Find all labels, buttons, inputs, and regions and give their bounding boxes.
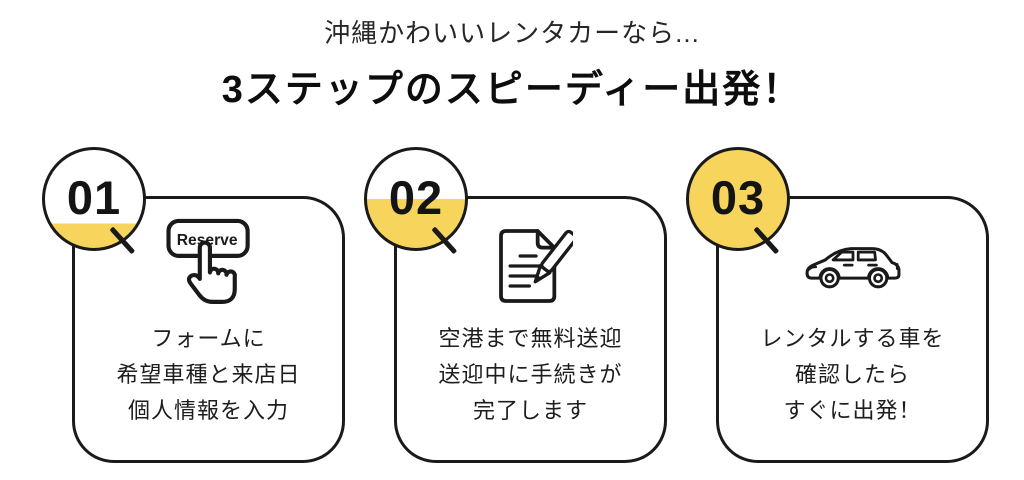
step-3-number: 03 <box>710 170 766 224</box>
step-2-line-1: 空港まで無料送迎 <box>438 326 623 351</box>
step-3-line-3: すぐに出発！ <box>783 398 922 423</box>
step-2-line-3: 完了します <box>472 398 588 423</box>
step-3-number-badge: 03 <box>686 147 790 251</box>
step-1-description: フォームに 希望車種と来店日 個人情報を入力 <box>116 321 300 429</box>
step-2-number: 02 <box>388 170 444 224</box>
step-2-line-2: 送迎中に手続きが <box>438 362 623 387</box>
step-1-icon-box: Reserve <box>75 215 342 317</box>
step-3-description: レンタルする車を 確認したら すぐに出発！ <box>760 321 944 429</box>
step-1-line-3: 個人情報を入力 <box>127 398 289 423</box>
reserve-button-label: Reserve <box>176 232 237 249</box>
step-3: レンタルする車を 確認したら すぐに出発！ 03 <box>686 147 990 465</box>
step-2-description: 空港まで無料送迎 送迎中に手続きが 完了します <box>438 321 622 429</box>
car-icon <box>805 247 900 289</box>
step-1: Reserve フォームに 希望車種と来店日 個人情報を入力 01 <box>42 147 346 465</box>
document-pencil-icon <box>498 229 573 303</box>
step-1-card: Reserve フォームに 希望車種と来店日 個人情報を入力 <box>72 196 345 463</box>
step-1-number-badge: 01 <box>42 147 146 251</box>
step-1-line-1: フォームに <box>151 326 266 351</box>
step-1-line-2: 希望車種と来店日 <box>116 362 301 387</box>
step-3-line-2: 確認したら <box>794 362 910 387</box>
reserve-button-click-icon: Reserve <box>165 218 250 304</box>
step-2: 空港まで無料送迎 送迎中に手続きが 完了します 02 <box>364 147 668 465</box>
step-2-number-badge: 02 <box>364 147 468 251</box>
page-title: 3ステップのスピーディー出発！ <box>221 69 803 111</box>
subtitle: 沖縄かわいいレンタカーなら... <box>324 18 700 48</box>
step-3-icon-box <box>719 215 986 317</box>
step-2-icon-box <box>397 215 664 317</box>
step-1-number: 01 <box>66 170 122 224</box>
step-3-line-1: レンタルする車を <box>760 326 945 351</box>
